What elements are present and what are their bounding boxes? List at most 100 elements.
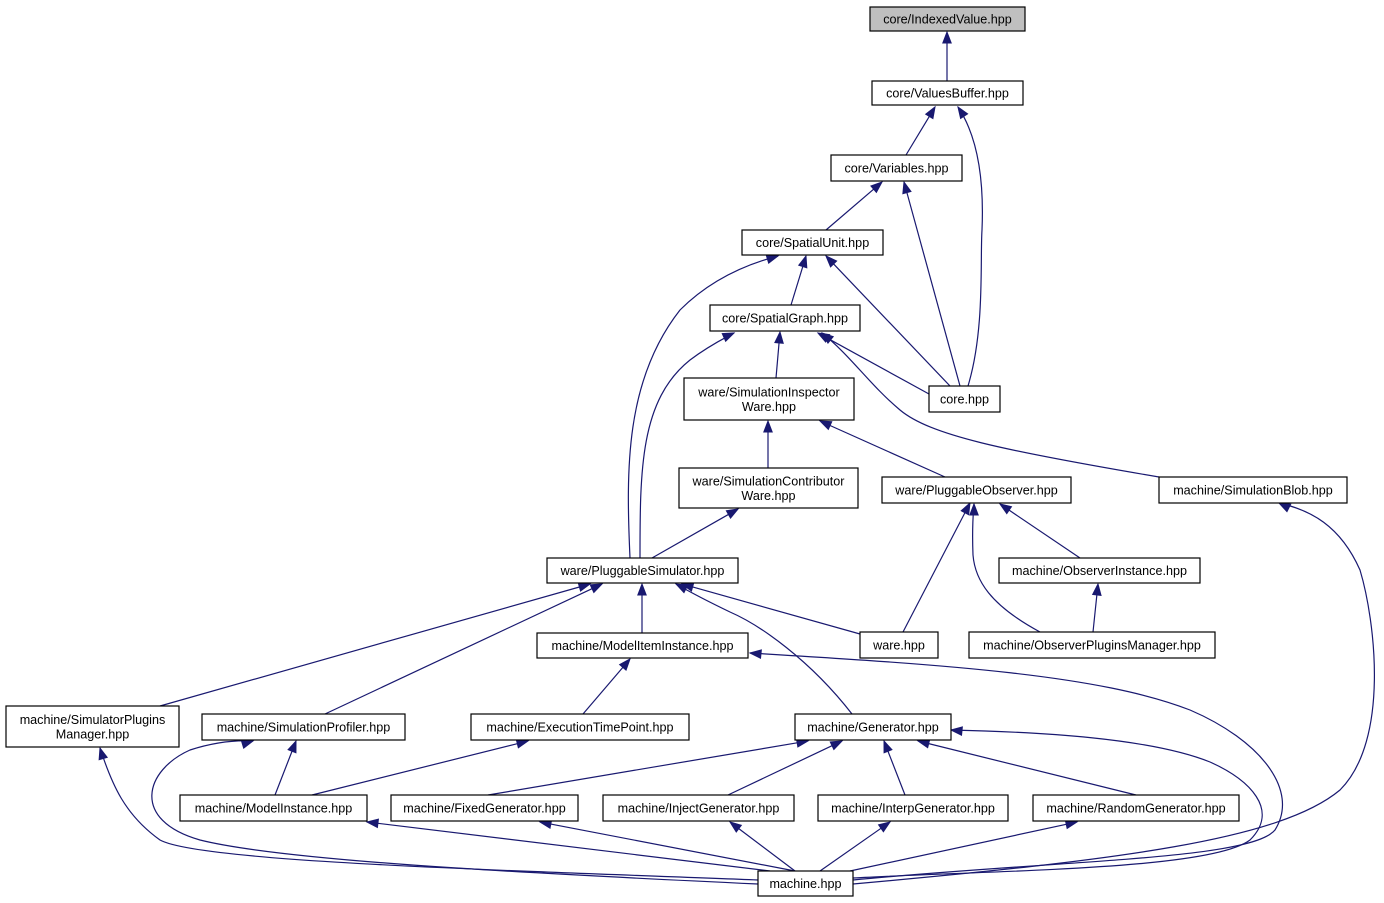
edge-corehpp-to-spatialunit-arrowhead xyxy=(825,254,838,268)
node-executiontimepoint-box[interactable] xyxy=(470,713,690,741)
node-generator-box[interactable] xyxy=(794,713,952,741)
node-warehpp[interactable]: ware.hpp xyxy=(859,631,939,659)
edge-corehpp-to-valuesbuffer-arrowhead xyxy=(957,105,969,120)
edge-corehpp-to-spatialunit xyxy=(825,254,951,387)
edge-injectgenerator-to-generator-line xyxy=(727,745,833,796)
node-spatialunit[interactable]: core/SpatialUnit.hpp xyxy=(741,229,884,256)
node-executiontimepoint[interactable]: machine/ExecutionTimePoint.hpp xyxy=(470,713,690,741)
node-spatialunit-box[interactable] xyxy=(741,229,884,256)
node-spatialgraph-box[interactable] xyxy=(709,304,861,332)
node-simprofiler-box[interactable] xyxy=(201,713,406,741)
node-machinehpp-box[interactable] xyxy=(757,870,854,897)
edge-pluggablesimulator-to-simcontributor-line xyxy=(651,513,729,559)
edge-simcontributor-to-siminspector xyxy=(763,419,773,468)
node-simblob[interactable]: machine/SimulationBlob.hpp xyxy=(1158,476,1348,504)
node-randomgenerator[interactable]: machine/RandomGenerator.hpp xyxy=(1032,794,1240,822)
edge-corehpp-to-spatialunit-line xyxy=(833,263,951,387)
edge-pluggableobserver-to-siminspector-line xyxy=(829,424,946,478)
node-valuesbuffer-box[interactable] xyxy=(871,80,1024,106)
edge-simcontributor-to-siminspector-arrowhead xyxy=(763,419,773,433)
node-modeliteminstance-box[interactable] xyxy=(536,632,749,659)
node-observerpluginsmanager[interactable]: machine/ObserverPluginsManager.hpp xyxy=(968,631,1216,659)
node-modelinstance-box[interactable] xyxy=(179,794,368,822)
edge-machinehpp-to-simpluginsmanager-line xyxy=(99,747,759,881)
edge-observerinstance-to-pluggableobserver-arrowhead xyxy=(998,503,1013,515)
node-simcontributor-box[interactable] xyxy=(678,467,859,509)
edge-corehpp-to-variables xyxy=(902,180,961,387)
node-observerpluginsmanager-label: machine/ObserverPluginsManager.hpp xyxy=(983,639,1201,653)
node-pluggableobserver-label: ware/PluggableObserver.hpp xyxy=(894,484,1057,498)
edge-pluggablesimulator-to-spatialgraph xyxy=(639,332,736,559)
node-corehpp[interactable]: core.hpp xyxy=(928,385,1001,413)
node-injectgenerator[interactable]: machine/InjectGenerator.hpp xyxy=(602,794,795,822)
node-machinehpp[interactable]: machine.hpp xyxy=(757,870,854,897)
edge-observerpluginsmanager-to-observerinstance-arrowhead xyxy=(1091,582,1102,596)
edge-pluggablesimulator-to-simcontributor-arrowhead xyxy=(725,508,740,519)
edge-warehpp-to-pluggableobserver-arrowhead xyxy=(960,501,971,516)
node-indexedvalue[interactable]: core/IndexedValue.hpp xyxy=(869,6,1026,32)
node-pluggablesimulator-label: ware/PluggableSimulator.hpp xyxy=(560,564,725,578)
node-observerpluginsmanager-box[interactable] xyxy=(968,631,1216,659)
node-warehpp-label: ware.hpp xyxy=(872,639,925,653)
edge-machinehpp-to-modeliteminstance xyxy=(748,649,1284,881)
edge-simpluginsmanager-to-pluggablesimulator xyxy=(159,582,592,707)
edge-warehpp-to-pluggablesimulator xyxy=(680,582,861,635)
edge-spatialgraph-to-spatialunit xyxy=(790,254,808,306)
edge-variables-to-valuesbuffer-arrowhead xyxy=(924,105,936,120)
node-observerinstance[interactable]: machine/ObserverInstance.hpp xyxy=(998,557,1201,584)
edge-corehpp-to-valuesbuffer-line xyxy=(957,106,983,387)
edge-spatialgraph-to-spatialunit-line xyxy=(790,266,804,306)
node-pluggablesimulator-box[interactable] xyxy=(546,557,739,584)
node-observerinstance-label: machine/ObserverInstance.hpp xyxy=(1012,564,1187,578)
node-generator[interactable]: machine/Generator.hpp xyxy=(794,713,952,741)
node-siminspector-box[interactable] xyxy=(683,377,855,421)
node-injectgenerator-box[interactable] xyxy=(602,794,795,822)
edge-machinehpp-to-generator-arrowhead xyxy=(949,726,963,737)
node-observerinstance-box[interactable] xyxy=(998,557,1201,584)
node-warehpp-box[interactable] xyxy=(859,631,939,659)
edge-pluggablesimulator-to-simcontributor xyxy=(651,508,740,559)
edge-fixedgenerator-to-generator xyxy=(487,738,810,796)
node-pluggableobserver-box[interactable] xyxy=(881,476,1072,504)
edge-observerpluginsmanager-to-pluggableobserver-arrowhead xyxy=(969,502,979,516)
edge-simblob-to-spatialgraph-line xyxy=(821,332,1160,478)
node-simprofiler-label: machine/SimulationProfiler.hpp xyxy=(217,721,391,735)
node-simblob-box[interactable] xyxy=(1158,476,1348,504)
node-variables[interactable]: core/Variables.hpp xyxy=(830,154,963,182)
node-interpgenerator[interactable]: machine/InterpGenerator.hpp xyxy=(817,794,1009,822)
node-fixedgenerator[interactable]: machine/FixedGenerator.hpp xyxy=(390,794,579,822)
node-simprofiler[interactable]: machine/SimulationProfiler.hpp xyxy=(201,713,406,741)
node-simpluginsmanager-box[interactable] xyxy=(5,705,180,748)
edge-injectgenerator-to-generator-arrowhead xyxy=(829,740,844,751)
node-pluggablesimulator[interactable]: ware/PluggableSimulator.hpp xyxy=(546,557,739,584)
edge-modelinstance-to-executiontimepoint xyxy=(311,739,530,796)
edge-machinehpp-to-randomgenerator-line xyxy=(849,823,1067,872)
node-modelinstance[interactable]: machine/ModelInstance.hpp xyxy=(179,794,368,822)
edge-simprofiler-to-pluggablesimulator-arrowhead xyxy=(589,583,604,594)
edge-executiontimepoint-to-modeliteminstance-line xyxy=(582,666,624,715)
node-corehpp-box[interactable] xyxy=(928,385,1001,413)
edge-valuesbuffer-to-indexedvalue xyxy=(942,30,952,81)
edges-layer xyxy=(98,30,1375,885)
node-spatialgraph[interactable]: core/SpatialGraph.hpp xyxy=(709,304,861,332)
edge-simblob-to-spatialgraph-arrowhead xyxy=(820,332,835,345)
edge-warehpp-to-pluggablesimulator-line xyxy=(692,586,861,635)
node-variables-label: core/Variables.hpp xyxy=(844,162,948,176)
edge-corehpp-to-variables-line xyxy=(906,192,961,387)
node-injectgenerator-label: machine/InjectGenerator.hpp xyxy=(618,802,780,816)
node-indexedvalue-box[interactable] xyxy=(869,6,1026,32)
node-valuesbuffer[interactable]: core/ValuesBuffer.hpp xyxy=(871,80,1024,106)
edge-spatialgraph-to-spatialunit-arrowhead xyxy=(797,254,808,269)
node-randomgenerator-box[interactable] xyxy=(1032,794,1240,822)
node-modeliteminstance[interactable]: machine/ModelItemInstance.hpp xyxy=(536,632,749,659)
node-interpgenerator-box[interactable] xyxy=(817,794,1009,822)
node-pluggableobserver[interactable]: ware/PluggableObserver.hpp xyxy=(881,476,1072,504)
edge-pluggablesimulator-to-spatialunit-arrowhead xyxy=(765,254,780,265)
edge-machinehpp-to-modelinstance xyxy=(365,818,771,872)
node-variables-box[interactable] xyxy=(830,154,963,182)
node-fixedgenerator-box[interactable] xyxy=(390,794,579,822)
